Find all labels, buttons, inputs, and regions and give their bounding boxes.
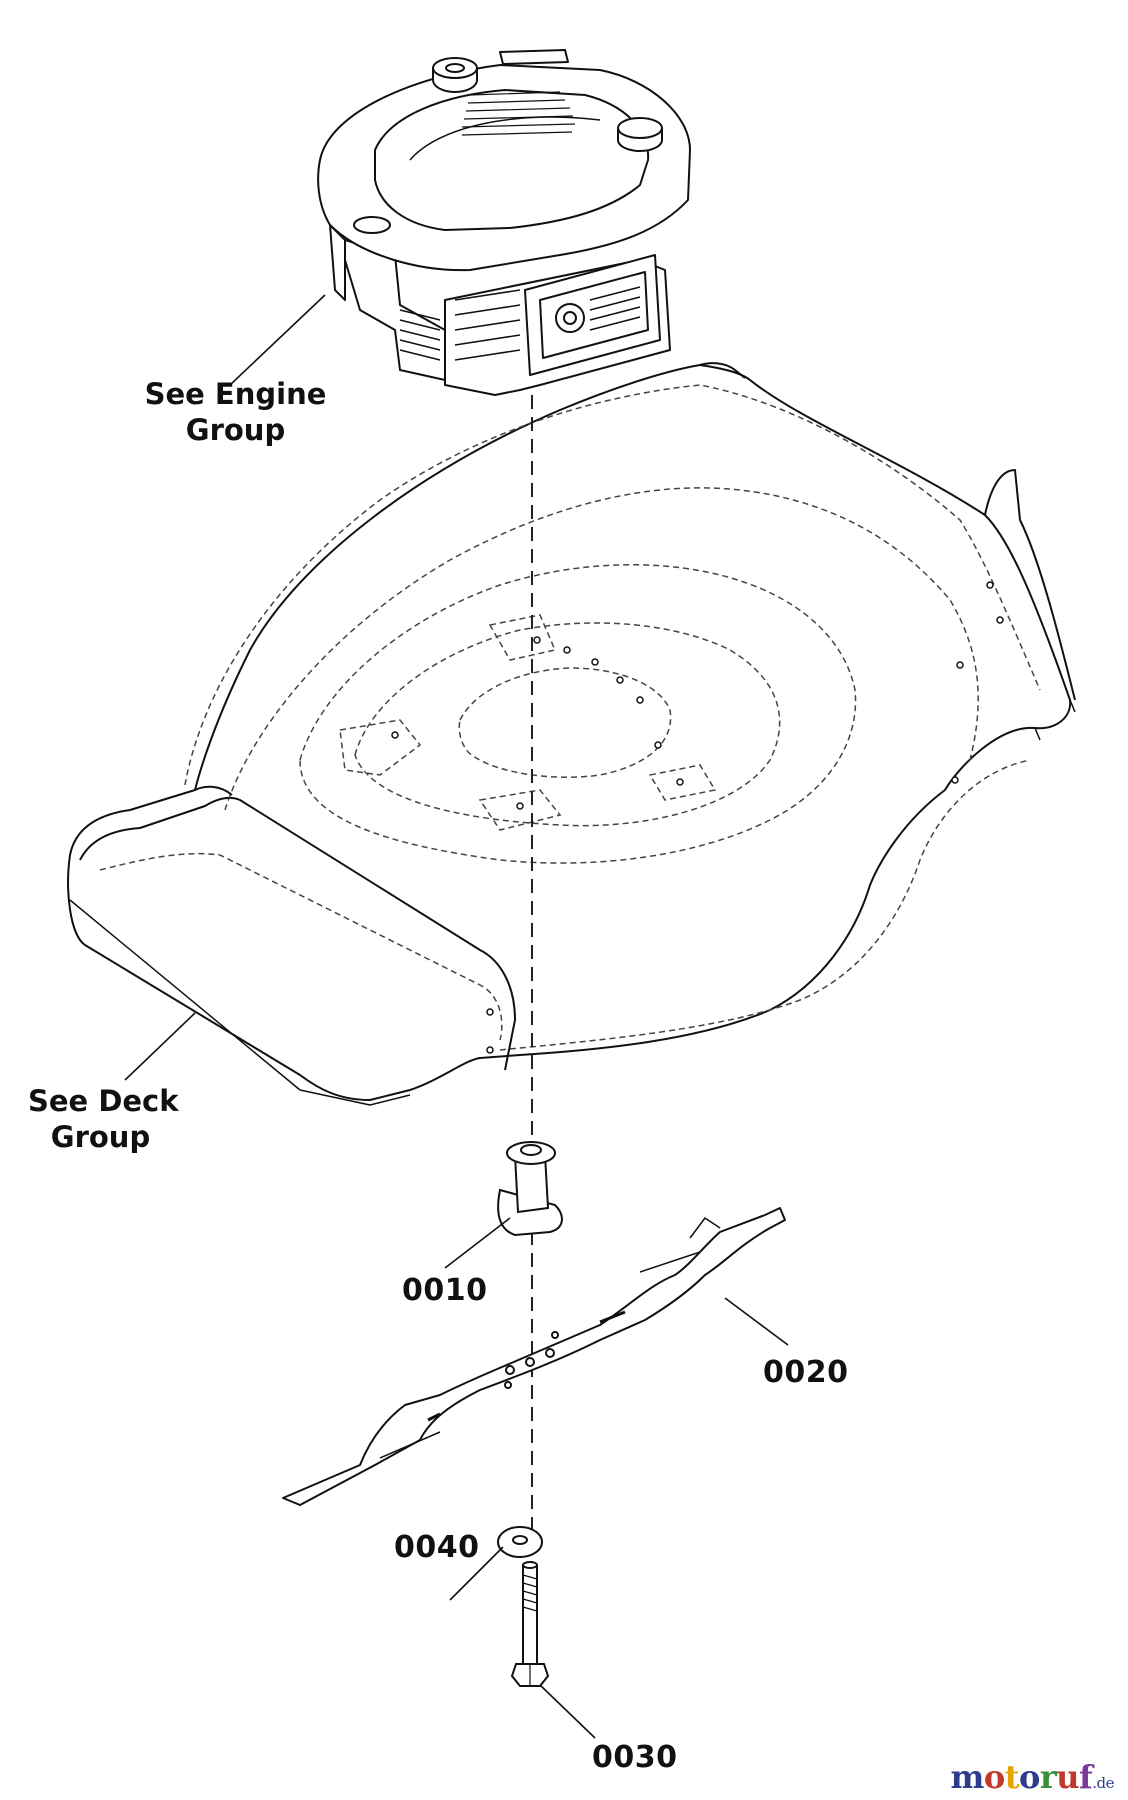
watermark-letter-m: m (950, 1758, 985, 1796)
see-engine-group-label: See Engine Group (138, 376, 333, 449)
part-number-0010[interactable]: 0010 (402, 1273, 488, 1308)
engine-leader-line (229, 294, 326, 386)
see-deck-group-label: See Deck Group (28, 1083, 179, 1156)
watermark-letter-o2: o (1019, 1758, 1040, 1796)
watermark-tld: .de (1092, 1774, 1114, 1792)
engine-drawing (317, 49, 691, 396)
deck-drawing (67, 362, 1076, 1106)
part-0020-leader-line (724, 1297, 789, 1346)
washer-drawing (497, 1526, 543, 1558)
watermark-letter-f: f (1078, 1758, 1093, 1796)
deck-holes (391, 581, 1004, 1054)
watermark-letter-t: t (1004, 1758, 1020, 1796)
deck-leader-line (124, 1012, 196, 1081)
see-engine-group-line2: Group (185, 413, 286, 448)
part-0040-leader-line (449, 1546, 504, 1601)
part-0030-leader-line (539, 1684, 596, 1739)
motoruf-watermark: motoruf.de (950, 1758, 1115, 1796)
deck-dashed-contours (99, 384, 1041, 1051)
blade-adapter-drawing (497, 1141, 563, 1237)
watermark-letter-u: u (1056, 1758, 1079, 1796)
see-deck-group-line2: Group (50, 1120, 151, 1155)
leader-lines (124, 294, 789, 1739)
part-number-0030[interactable]: 0030 (592, 1740, 678, 1775)
blade-drawing (282, 1207, 786, 1506)
part-0010-leader-line (444, 1217, 511, 1269)
watermark-letter-o: o (983, 1758, 1005, 1796)
see-deck-group-line1: See Deck (28, 1084, 179, 1118)
part-number-0020[interactable]: 0020 (763, 1355, 849, 1390)
see-engine-group-line1: See Engine (144, 377, 327, 411)
blade-bolt-drawing (510, 1561, 550, 1687)
watermark-letter-r: r (1039, 1758, 1057, 1796)
part-number-0040[interactable]: 0040 (394, 1530, 480, 1565)
